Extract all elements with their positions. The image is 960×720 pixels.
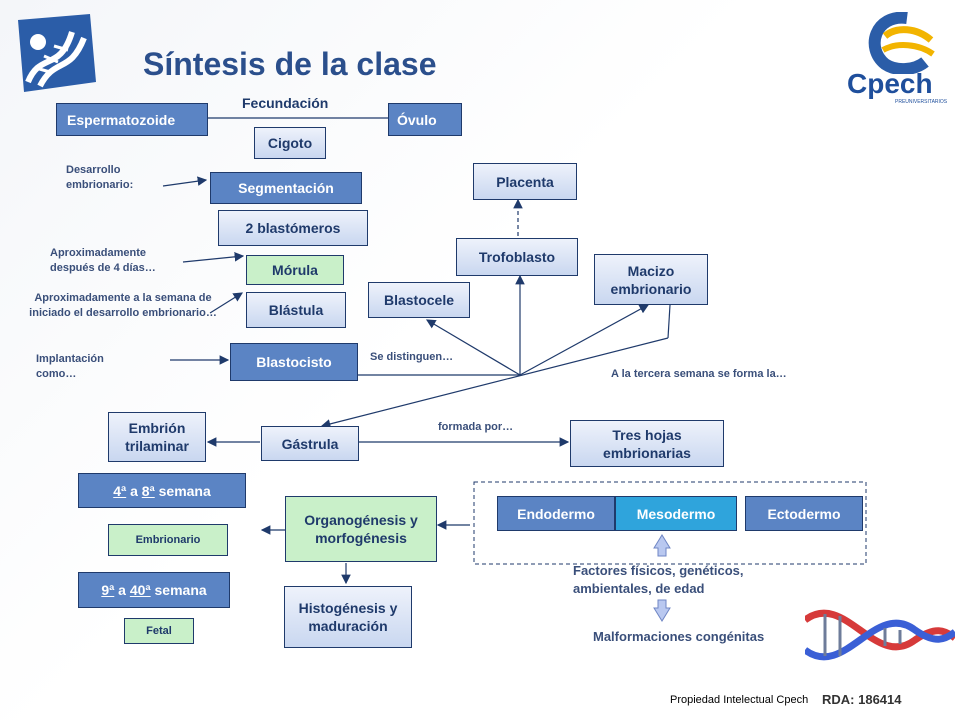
sperm-box: Espermatozoide [56,103,208,136]
three-layers-box: Tres hojas embrionarias [570,420,724,467]
endoderm-box: Endodermo [497,496,615,531]
trilaminar-box: Embrión trilaminar [108,412,206,462]
brand-tagline: PREUNIVERSITARIOS [895,99,948,105]
dna-helix-icon [802,590,958,690]
blastula-box: Blástula [246,292,346,328]
distinguish-label: Se distinguen… [370,351,454,363]
week-end: 8ª [141,482,155,499]
morula-box: Mórula [246,255,344,285]
blastocele-box: Blastocele [368,282,470,318]
embryonic-box: Embrionario [108,524,228,556]
week-label: Aproximadamente a la semana de iniciado … [29,292,217,319]
ovum-box: Óvulo [388,103,462,136]
zygote-box: Cigoto [254,127,326,159]
formed-by-label: formada por… [438,421,514,433]
after-4-days-label: Aproximadamente después de 4 días… [50,247,156,274]
rda-code: RDA: 186414 [822,692,902,707]
gastrula-box: Gástrula [261,426,359,461]
development-label: Desarrollo embrionario: [66,164,134,191]
c-logo-icon [868,11,935,75]
week-start: 4ª [113,482,127,499]
mesoderm-box: Mesodermo [615,496,737,531]
histogenesis-box: Histogénesis y maduración [284,586,412,648]
brand-logo: Cpech PREUNIVERSITARIOS [845,11,950,107]
ectoderm-box: Ectodermo [745,496,863,531]
fetal-weeks-box: 9ª a 40ª semana [78,572,230,608]
inner-mass-box: Macizo embrionario [594,254,708,305]
brand-name: Cpech [847,68,933,99]
footer-copyright: Propiedad Intelectual Cpech [670,694,809,706]
trophoblast-box: Trofoblasto [456,238,578,276]
fecundacion-label: Fecundación [242,95,329,111]
fetal-box: Fetal [124,618,194,644]
malformations-label: Malformaciones congénitas [593,629,765,644]
blastocyst-box: Blastocisto [230,343,358,381]
fetal-week-end: 40ª [129,582,151,598]
segmentation-box: Segmentación [210,172,362,204]
blastomeres-box: 2 blastómeros [218,210,368,246]
fetal-week-start: 9ª [101,582,115,598]
factors-label: Factores físicos, genéticos, ambientales… [573,563,744,596]
third-week-label: A la tercera semana se forma la… [611,368,787,380]
implantation-label: Implantación como… [36,353,104,380]
page-title: Síntesis de la clase [143,46,437,82]
placenta-box: Placenta [473,163,577,200]
embryonic-weeks-box: 4ª a 8ª semana [78,473,246,508]
organogenesis-box: Organogénesis y morfogénesis [285,496,437,562]
dna-logo-icon [10,12,100,94]
